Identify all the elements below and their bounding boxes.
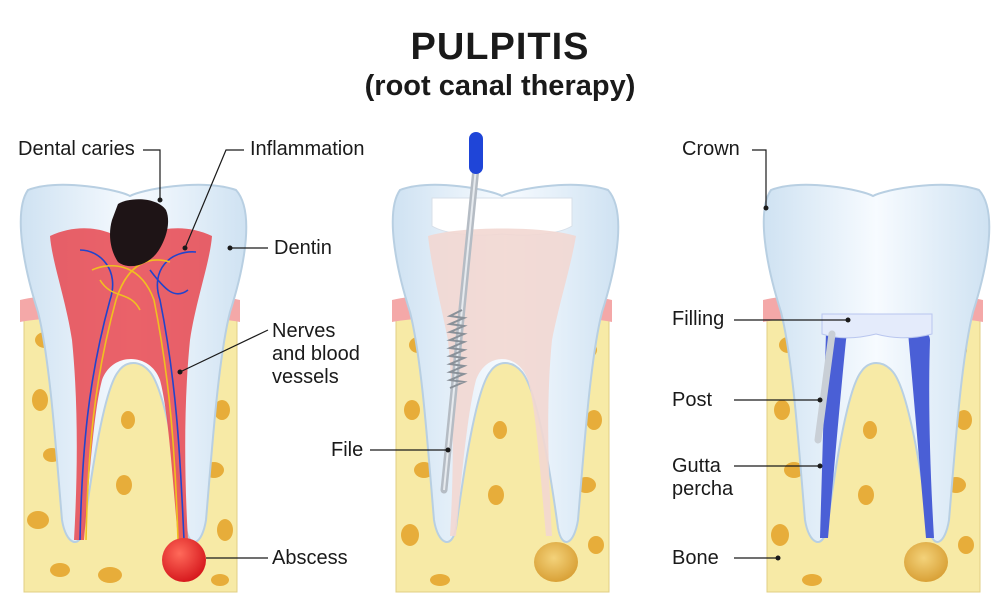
label-gutta-line2: percha bbox=[672, 478, 734, 500]
panel-pulpitis bbox=[19, 183, 248, 593]
socket bbox=[904, 542, 948, 582]
label-abscess: Abscess bbox=[272, 547, 348, 569]
endodontic-file bbox=[440, 132, 483, 494]
label-gutta-line1: Gutta bbox=[672, 455, 721, 477]
gutta-percha-right bbox=[908, 330, 934, 538]
abscess bbox=[162, 538, 206, 582]
socket bbox=[534, 542, 578, 582]
diagram-subtitle: (root canal therapy) bbox=[364, 70, 636, 102]
label-nerves-and-blood-vessels: Nerves and blood vessels bbox=[272, 320, 360, 389]
label-crown: Crown bbox=[682, 138, 740, 160]
filling bbox=[821, 313, 933, 339]
label-nerves-line1: Nerves bbox=[272, 320, 336, 342]
leader-dots bbox=[157, 197, 851, 561]
tooth-outline bbox=[762, 183, 991, 543]
panel-file bbox=[391, 132, 620, 593]
label-nerves-line2: and blood bbox=[272, 343, 360, 365]
label-file: File bbox=[331, 439, 364, 461]
label-nerves-line3: vessels bbox=[272, 366, 339, 388]
label-filling: Filling bbox=[672, 308, 725, 330]
panel-restored bbox=[762, 183, 991, 593]
label-dentin: Dentin bbox=[274, 237, 332, 259]
file-handle bbox=[469, 132, 483, 174]
pulp-inflamed bbox=[50, 228, 212, 540]
caries-cavity bbox=[110, 199, 169, 267]
label-inflammation: Inflammation bbox=[250, 138, 365, 160]
label-gutta-percha: Gutta percha bbox=[672, 455, 733, 501]
diagram-title: PULPITIS bbox=[410, 26, 590, 68]
label-dental-caries: Dental caries bbox=[18, 138, 135, 160]
label-post: Post bbox=[672, 389, 713, 411]
leader-lines bbox=[143, 149, 848, 559]
post bbox=[814, 330, 836, 444]
label-bone: Bone bbox=[672, 547, 719, 569]
